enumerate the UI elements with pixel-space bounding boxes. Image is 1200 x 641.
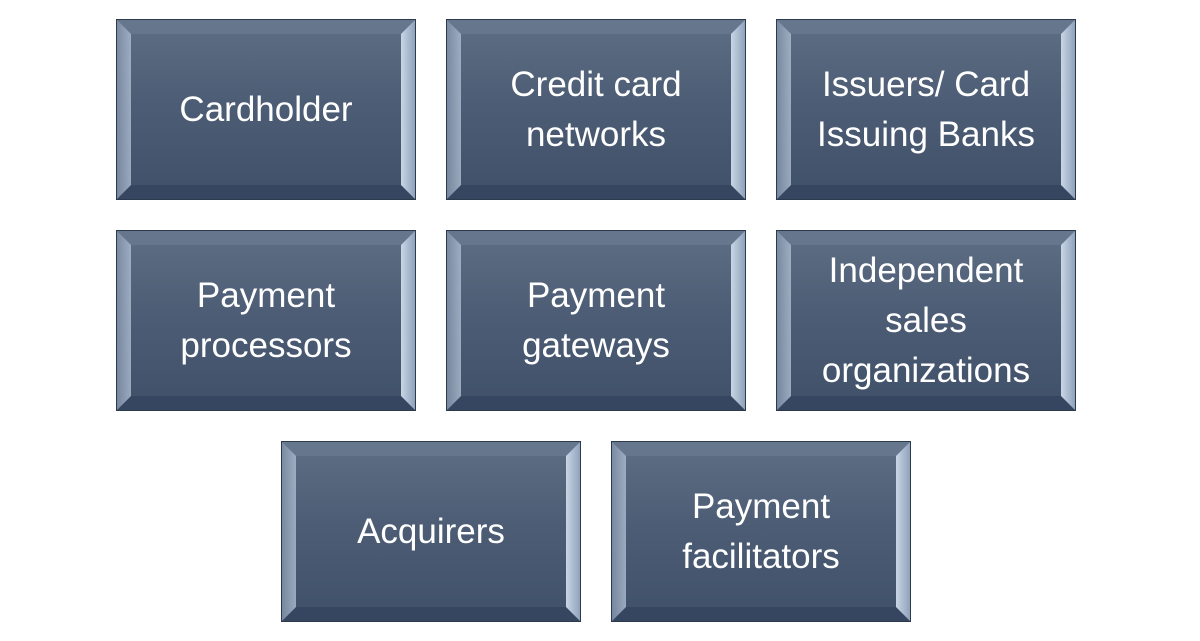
box-label: Independent sales organizations	[821, 250, 1031, 390]
box-label: Issuers/ Card Issuing Banks	[817, 64, 1035, 154]
box-cardholder: Cardholder	[116, 19, 416, 200]
box-payment-gateways: Payment gateways	[446, 230, 746, 411]
box-label: Payment gateways	[522, 275, 670, 365]
box-label: Credit card networks	[510, 64, 682, 154]
box-label: Cardholder	[179, 89, 353, 129]
box-label: Payment facilitators	[682, 486, 840, 576]
box-credit-card-networks: Credit card networks	[446, 19, 746, 200]
box-label: Acquirers	[357, 511, 505, 551]
box-issuers: Issuers/ Card Issuing Banks	[776, 19, 1076, 200]
box-payment-facilitators: Payment facilitators	[611, 441, 911, 622]
box-payment-processors: Payment processors	[116, 230, 416, 411]
box-independent-sales-organizations: Independent sales organizations	[776, 230, 1076, 411]
box-label: Payment processors	[180, 275, 352, 365]
box-acquirers: Acquirers	[281, 441, 581, 622]
